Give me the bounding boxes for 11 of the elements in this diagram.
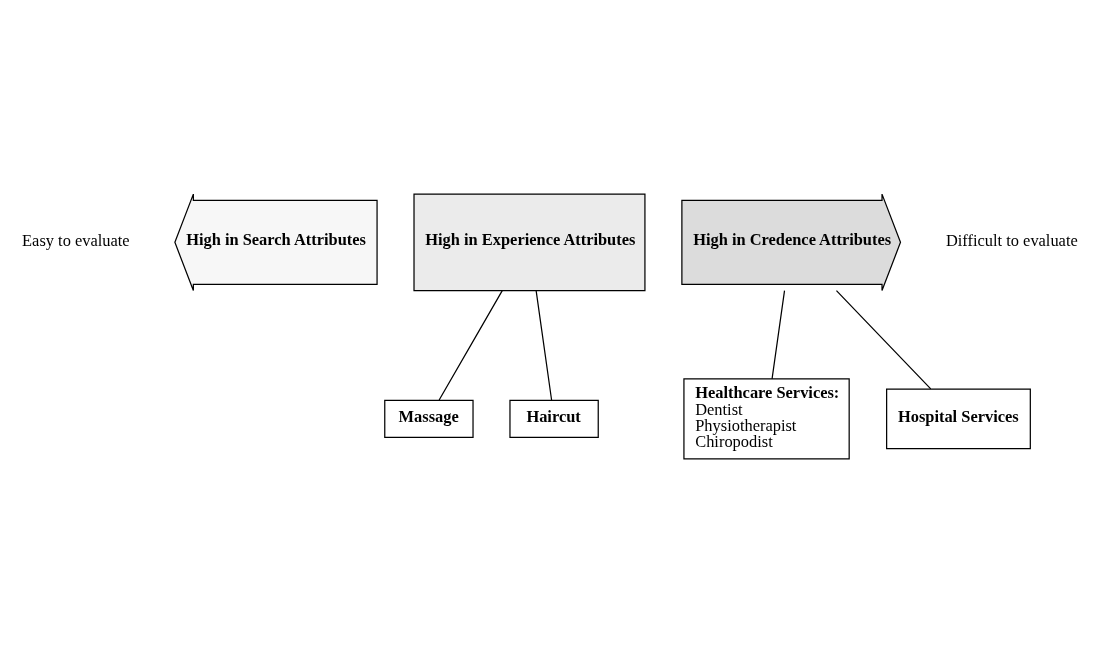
connector	[770, 289, 785, 380]
label: Difficult to evaluate	[945, 231, 1078, 251]
node-box: Hospital Services	[885, 388, 1031, 450]
label: Easy to evaluate	[21, 231, 130, 251]
node-box: Healthcare Services: Dentist Physiotherapist Chiropodist	[682, 378, 850, 460]
connector	[835, 289, 931, 390]
connector	[535, 289, 552, 401]
node-box: Massage	[383, 399, 474, 438]
node-box: High in Experience Attributes	[412, 193, 646, 292]
connector	[438, 289, 503, 401]
node-box: Haircut	[508, 399, 599, 438]
